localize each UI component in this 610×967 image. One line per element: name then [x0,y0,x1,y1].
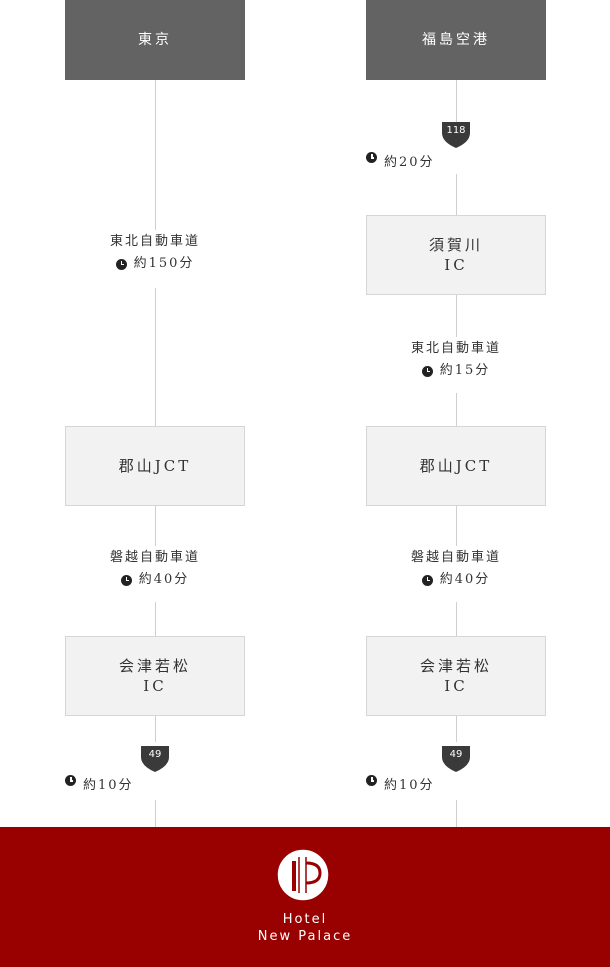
segment-banetsu-expressway: 磐越自動車道 約40分 [65,547,245,591]
waypoint-box-sukagawa-ic: 須賀川 IC [366,215,546,295]
hotel-name-line1: Hotel [282,912,328,927]
road-name: 東北自動車道 [410,341,501,356]
route-number: 118 [446,125,466,136]
road-name: 磐越自動車道 [410,550,501,565]
waypoint-label-line1: 会津若松 [118,657,191,675]
travel-time: 約20分 [366,152,546,174]
travel-time-value: 約15分 [439,363,491,378]
waypoint-label: 郡山JCT [118,457,192,475]
travel-time: 約15分 [366,360,546,382]
connector-line [456,295,457,337]
route-shield-icon: 118 [442,122,470,148]
travel-time-value: 約40分 [138,572,190,587]
hotel-logo-icon [276,848,330,902]
origin-box-fukushima-airport: 福島空港 [366,0,546,80]
route-column-fukushima-airport: 福島空港 118 約20分 須賀川 IC 東北自動車道 約15分 郡山JCT 磐… [366,0,546,827]
route-shield-icon: 49 [442,746,470,772]
clock-icon [366,775,377,786]
route-column-tokyo: 東京 東北自動車道 約150分 郡山JCT 磐越自動車道 約40分 会津若松 I… [65,0,245,827]
road-name: 東北自動車道 [109,234,200,249]
connector-line [155,80,156,230]
origin-label: 福島空港 [422,32,490,48]
destination-footer: Hotel New Palace [0,827,610,967]
connector-line [155,602,156,636]
waypoint-label: 郡山JCT [419,457,493,475]
connector-line [456,393,457,426]
connector-line [456,80,457,122]
waypoint-box-aizuwakamatsu-ic: 会津若松 IC [366,636,546,716]
origin-box-tokyo: 東京 [65,0,245,80]
route-number: 49 [148,749,162,760]
travel-time: 約10分 [65,775,245,797]
travel-time-value: 約10分 [83,778,134,793]
clock-icon [120,574,132,586]
waypoint-box-aizuwakamatsu-ic: 会津若松 IC [65,636,245,716]
waypoint-box-koriyama-jct: 郡山JCT [366,426,546,506]
hotel-name-line2: New Palace [257,929,353,944]
segment-banetsu-expressway: 磐越自動車道 約40分 [366,547,546,591]
connector-line [155,288,156,426]
connector-line [155,800,156,827]
travel-time: 約40分 [366,569,546,591]
travel-time-value: 約40分 [439,572,491,587]
connector-line [456,174,457,215]
clock-icon [366,152,377,163]
route-number: 49 [449,749,463,760]
waypoint-label-line1: 須賀川 [428,236,483,254]
origin-label: 東京 [138,32,172,48]
waypoint-label-line1: 会津若松 [419,657,492,675]
clock-icon [421,574,433,586]
clock-icon [65,775,76,786]
travel-time-value: 約20分 [384,155,435,170]
waypoint-label-line2: IC [444,256,468,274]
clock-icon [115,258,127,270]
connector-line [456,506,457,546]
travel-time-value: 約10分 [384,778,435,793]
travel-time-value: 約150分 [133,256,195,271]
segment-tohoku-expressway: 東北自動車道 約15分 [366,338,546,382]
route-shield-icon: 49 [141,746,169,772]
travel-time: 約40分 [65,569,245,591]
hotel-name: Hotel New Palace [0,911,610,945]
clock-icon [421,365,433,377]
travel-time: 約10分 [366,775,546,797]
travel-time: 約150分 [65,253,245,275]
waypoint-label-line2: IC [444,677,468,695]
segment-tohoku-expressway: 東北自動車道 約150分 [65,231,245,275]
connector-line [155,716,156,742]
connector-line [155,506,156,546]
waypoint-box-koriyama-jct: 郡山JCT [65,426,245,506]
road-name: 磐越自動車道 [109,550,200,565]
connector-line [456,602,457,636]
connector-line [456,800,457,827]
waypoint-label-line2: IC [143,677,167,695]
connector-line [456,716,457,742]
